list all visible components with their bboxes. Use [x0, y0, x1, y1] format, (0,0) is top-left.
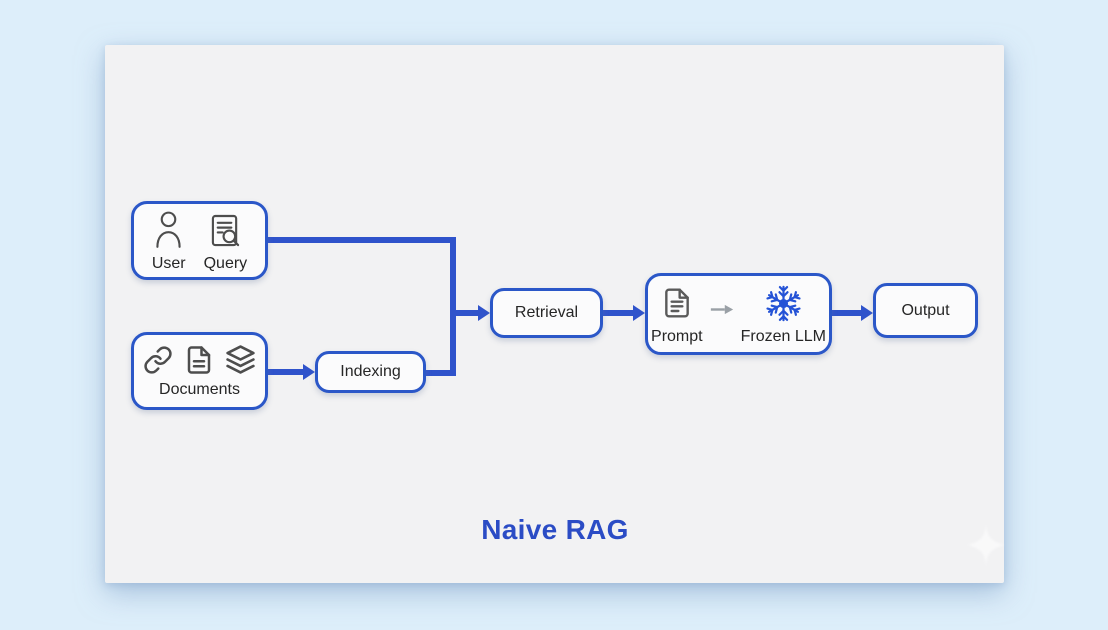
node-label-indexing: Indexing — [340, 363, 401, 380]
node-label-documents: Documents — [159, 381, 240, 398]
query-icon — [210, 214, 241, 249]
node-retrieval: Retrieval — [490, 288, 603, 338]
right-arrow-icon — [709, 302, 735, 317]
node-prompt-frozen-llm: Prompt — [645, 273, 832, 355]
node-label-frozen-llm: Frozen LLM — [740, 328, 826, 345]
arrow-shaft — [603, 310, 633, 316]
node-label-output: Output — [901, 301, 950, 319]
node-label-query: Query — [203, 254, 248, 272]
arrow-shaft — [456, 310, 478, 316]
diagram-title: Naive RAG — [481, 514, 629, 545]
node-user-query: User — [131, 201, 268, 280]
link-icon — [143, 345, 173, 375]
diagram-card: User — [105, 45, 1004, 583]
document-icon — [184, 345, 214, 375]
node-label-retrieval: Retrieval — [514, 304, 579, 321]
arrow-prompt-to-output — [832, 305, 873, 321]
arrow-merge-to-retrieval — [456, 305, 490, 321]
node-indexing: Indexing — [315, 351, 426, 393]
node-label-prompt: Prompt — [651, 328, 703, 345]
arrowhead-icon — [633, 305, 645, 321]
arrow-retrieval-to-prompt — [603, 305, 645, 321]
arrowhead-icon — [861, 305, 873, 321]
connector-indexing-merge — [426, 370, 456, 376]
snowflake-icon — [763, 283, 804, 324]
node-documents: Documents — [131, 332, 268, 410]
user-icon — [155, 210, 182, 249]
arrowhead-icon — [478, 305, 490, 321]
node-label-user: User — [151, 254, 186, 272]
sparkle-icon — [963, 522, 1009, 568]
connector-userquery-merge — [268, 237, 456, 243]
prompt-document-icon — [661, 283, 693, 323]
layers-icon — [225, 344, 256, 375]
arrow-shaft — [832, 310, 861, 316]
arrow-shaft — [268, 369, 303, 375]
node-output: Output — [873, 283, 978, 338]
arrowhead-icon — [303, 364, 315, 380]
arrow-documents-to-indexing — [268, 364, 315, 380]
connector-merge-vertical — [450, 237, 456, 376]
